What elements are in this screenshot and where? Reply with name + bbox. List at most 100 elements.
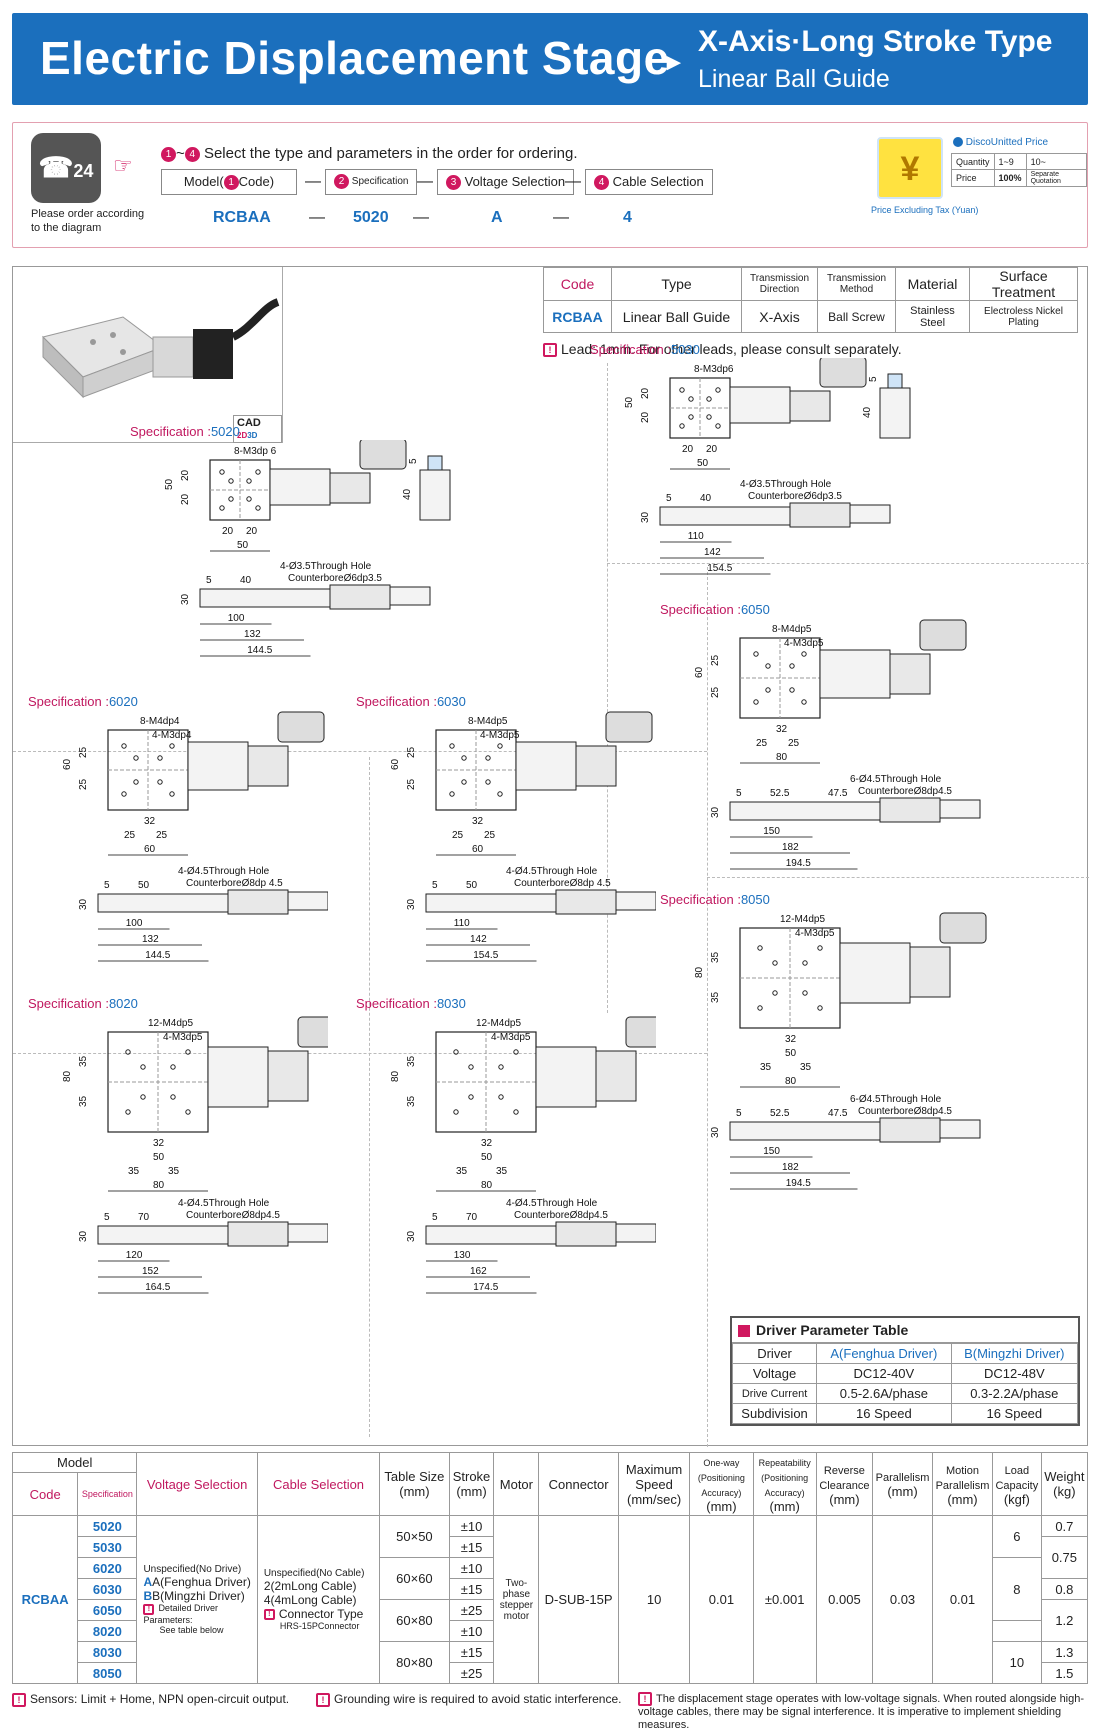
through-hole-callout: 4-Ø4.5Through Hole [178, 1198, 270, 1209]
offset-dim: 5 [104, 880, 110, 891]
pitch-dim: 25 [406, 746, 417, 758]
length-dim: 150 [763, 826, 780, 837]
table-row: 8050 ±25 1.5 [13, 1662, 1089, 1684]
pitch-dim: 25 [124, 830, 136, 841]
through-hole-callout: 4-Ø3.5Through Hole [280, 561, 372, 572]
table-cell: Two-phase stepper motor [493, 1515, 540, 1684]
order-dash: — [413, 209, 429, 226]
table-cell: 0.01 [689, 1515, 754, 1684]
cad-badge[interactable]: CAD 2D3D [233, 415, 282, 443]
table-cell: X-Axis [741, 300, 818, 333]
mount-hole [817, 945, 823, 951]
pitch-dim: 50 [153, 1152, 165, 1163]
pitch-dim: 35 [456, 1166, 468, 1177]
table-cell: Separate Quotation [1025, 169, 1088, 187]
motor-body [267, 1050, 309, 1102]
length-dim: 100 [126, 918, 143, 929]
width-dim: 80 [694, 966, 705, 978]
table-cell: Repeatability (Positioning Accuracy)(mm) [752, 1452, 817, 1516]
table-cell: Load Capacity(kgf) [991, 1452, 1042, 1516]
width-dim: 80 [62, 1070, 73, 1082]
table-row: Quantity 1~9 10~ [951, 153, 1088, 170]
footnote-3: !The displacement stage operates with lo… [638, 1692, 1085, 1731]
table-cell: 0.8 [1040, 1578, 1089, 1600]
lead-note: !Lead: 1mm. For other leads, please cons… [543, 341, 902, 358]
table-cell: 60×80 [379, 1599, 450, 1642]
table-cell: Driver [731, 1343, 818, 1364]
pitch-dim: 50 [481, 1152, 493, 1163]
connector [297, 1016, 328, 1048]
pitch-dim: 32 [472, 816, 484, 827]
hole-callout-2: 4-M3dp5 [480, 730, 520, 741]
divider [607, 563, 1089, 564]
pitch-dim: 25 [452, 830, 464, 841]
mount-hole [461, 779, 467, 785]
table-cell: Transmission Direction [741, 267, 818, 301]
table-row: RCBAA Linear Ball Guide X-Axis Ball Scre… [543, 300, 1078, 333]
table-cell: Reverse Clearance(mm) [815, 1452, 874, 1516]
mount-hole [468, 1094, 474, 1100]
table-cell: 8 [991, 1557, 1042, 1621]
table-cell: DC12-40V [816, 1363, 952, 1384]
table-cell: ±10 [448, 1557, 495, 1579]
table-row: RCBAA 5020 Unspecified(No Drive) AA(Feng… [11, 1515, 1089, 1684]
offset-dim: 5 [736, 788, 742, 799]
mount-hole [449, 743, 455, 749]
mount-hole [772, 990, 778, 996]
side-view [879, 387, 911, 439]
counterbore-callout: CounterboreØ8dp 4.5 [186, 878, 283, 889]
length-dim: 130 [454, 1250, 471, 1261]
table-cell: 50×50 [379, 1515, 450, 1558]
table-row: Code Specification [11, 1472, 1088, 1516]
order-value-model: RCBAA [213, 209, 271, 226]
stage-front-view [729, 1121, 881, 1141]
mount-hole [453, 1109, 459, 1115]
mount-hole [498, 1094, 504, 1100]
page-header: Electric Displacement Stage ► X-Axis·Lon… [12, 13, 1088, 105]
page-subtitle: X-Axis·Long Stroke Type [698, 25, 1053, 58]
mount-hole [185, 1109, 191, 1115]
stage-body [187, 741, 249, 791]
pitch-dim: 25 [788, 738, 800, 749]
length-dim: 144.5 [247, 645, 272, 656]
offset-dim: 5 [736, 1108, 742, 1119]
pitch-dim: 35 [78, 1055, 89, 1067]
stage-body [729, 386, 791, 424]
table-cell: 6020 [77, 1557, 138, 1579]
mount-hole [513, 1109, 519, 1115]
width-dim: 60 [390, 758, 401, 770]
mount-hole [706, 414, 712, 420]
order-dash: — [417, 173, 433, 190]
table-cell: 1.2 [1040, 1599, 1089, 1642]
mount-hole [255, 469, 261, 475]
through-hole-callout: 4-Ø3.5Through Hole [740, 479, 832, 490]
mount-hole [772, 960, 778, 966]
length-dim: 174.5 [473, 1282, 498, 1293]
length-dim: 154.5 [707, 563, 732, 574]
hole-callout: 12-M4dp5 [780, 914, 825, 925]
divider [607, 363, 608, 1013]
width-dim: 50 [697, 458, 709, 469]
table-row: 8030 80×80 ±15 10 1.3 [13, 1641, 1089, 1684]
length-dim: 110 [454, 918, 470, 929]
pitch-dim: 32 [776, 724, 788, 735]
mount-hole [715, 387, 721, 393]
mount-hole [497, 791, 503, 797]
motor-body [329, 472, 371, 504]
stage-front-view [199, 588, 331, 608]
connector [819, 358, 867, 388]
table-cell: ±25 [448, 1599, 495, 1621]
table-cell: DC12-48V [950, 1363, 1079, 1384]
pitch-dim: 25 [156, 830, 168, 841]
info-icon: ! [543, 343, 557, 358]
length-dim: 154.5 [473, 950, 498, 961]
table-cell: 6050 [77, 1599, 138, 1621]
spec-label: Specification :6020 [28, 694, 138, 709]
length-dim: 150 [763, 1146, 780, 1157]
length-dim: 194.5 [786, 858, 811, 869]
stage-body [269, 468, 331, 506]
pitch-dim: 32 [785, 1034, 797, 1045]
